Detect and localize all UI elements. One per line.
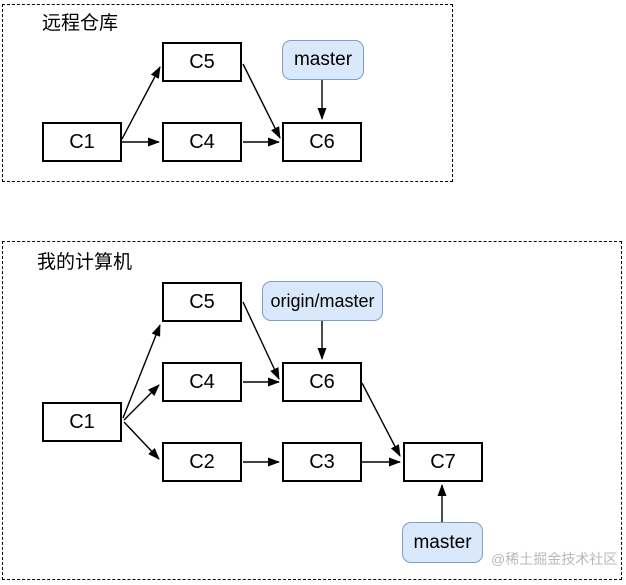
local-commit-c3: C3	[282, 442, 362, 482]
watermark: @稀土掘金技术社区	[491, 551, 618, 567]
local-commit-c4: C4	[162, 362, 242, 402]
remote-commit-c5: C5	[162, 42, 242, 82]
remote-commit-c4: C4	[162, 122, 242, 162]
remote-commit-c1: C1	[42, 122, 122, 162]
local-commit-c6: C6	[282, 362, 362, 402]
remote-repo-panel	[2, 4, 453, 182]
edge-remote-c1-c5	[121, 66, 161, 140]
local-branch-label-origin-master: origin/master	[262, 281, 383, 321]
local-commit-c7: C7	[403, 442, 483, 482]
local-commit-c1: C1	[42, 402, 122, 442]
remote-commit-c6: C6	[282, 122, 362, 162]
local-commit-c5: C5	[162, 282, 242, 322]
edge-local-c1-c4	[123, 384, 160, 421]
edge-local-c6-c7	[361, 382, 401, 457]
remote-branch-label-master: master	[282, 40, 364, 80]
edge-local-c1-c5	[122, 324, 161, 419]
local-commit-c2: C2	[162, 442, 242, 482]
edge-local-c5-c6	[242, 301, 280, 380]
my-computer-title: 我的计算机	[37, 252, 133, 273]
edge-remote-c5-c6	[242, 63, 281, 139]
my-computer-panel	[2, 241, 622, 580]
local-branch-label-master: master	[402, 522, 483, 563]
remote-repo-title: 远程仓库	[42, 13, 119, 34]
edge-local-c1-c2	[123, 421, 160, 460]
